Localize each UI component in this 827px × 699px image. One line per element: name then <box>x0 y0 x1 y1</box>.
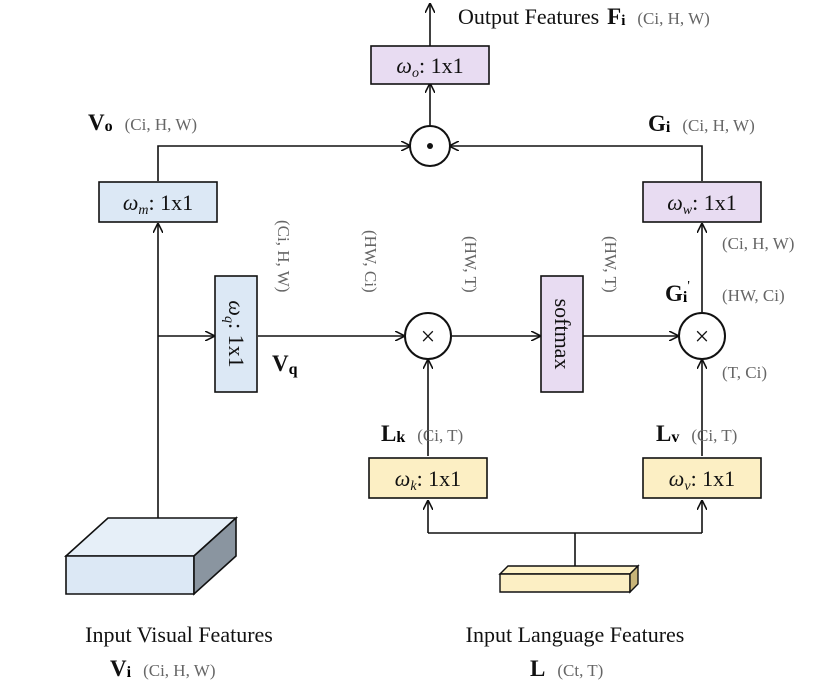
output-features-label: Output Features Fi (Ci, H, W) <box>458 4 710 29</box>
matmul-operator-2: × <box>678 312 726 360</box>
t-ci-dims: (T, Ci) <box>722 363 767 382</box>
language-caption-symbol: L (Ct, T) <box>530 656 603 681</box>
svg-text:ωw: 1x1: ωw: 1x1 <box>667 190 737 218</box>
wm-box: ωm: 1x1 <box>98 181 218 223</box>
visual-caption-title: Input Visual Features <box>85 622 273 647</box>
gi-prime-dims: (HW, Ci) <box>722 286 785 305</box>
softmax-box: softmax <box>540 275 584 393</box>
language-feature-block <box>498 564 640 594</box>
gi-label: Gi (Ci, H, W) <box>648 111 755 136</box>
wq-box: ωq: 1x1 <box>214 275 258 393</box>
svg-text:softmax: softmax <box>550 299 575 370</box>
visual-feature-block <box>63 516 239 596</box>
svg-text:ωo: 1x1: ωo: 1x1 <box>396 53 463 81</box>
wm-to-dot-arrow <box>157 146 410 181</box>
svg-text:×: × <box>695 322 710 351</box>
svg-text:ωm: 1x1: ωm: 1x1 <box>123 190 193 218</box>
svg-text:ωv: 1x1: ωv: 1x1 <box>669 466 735 494</box>
wq-output-dims: (Ci, H, W) <box>274 220 293 292</box>
language-caption-title: Input Language Features <box>466 622 685 647</box>
lk-label: Lk (Ci, T) <box>381 421 463 446</box>
vq-label: Vq <box>272 351 298 378</box>
vo-label: Vo (Ci, H, W) <box>88 110 197 135</box>
svg-text:×: × <box>421 322 436 351</box>
gi-prime-label: Gi' <box>665 279 690 306</box>
attention-logits-dims: (HW, T) <box>461 236 480 293</box>
svg-text:ωk: 1x1: ωk: 1x1 <box>395 466 461 494</box>
lv-label: Lv (Ci, T) <box>656 421 737 446</box>
svg-text:ωq: 1x1: ωq: 1x1 <box>221 300 249 367</box>
matmul-operator-1: × <box>404 312 452 360</box>
elementwise-dot-operator <box>409 125 451 167</box>
visual-caption-symbol: Vi (Ci, H, W) <box>110 656 215 681</box>
ww-box: ωw: 1x1 <box>642 181 762 223</box>
q-reshape-dims: (HW, Ci) <box>361 230 380 293</box>
wv-box: ωv: 1x1 <box>642 457 762 499</box>
ww-to-dot-arrow <box>450 146 703 181</box>
wo-box: ωo: 1x1 <box>370 45 490 85</box>
attention-weights-dims: (HW, T) <box>601 236 620 293</box>
ww-input-dims: (Ci, H, W) <box>722 234 794 253</box>
wk-box: ωk: 1x1 <box>368 457 488 499</box>
